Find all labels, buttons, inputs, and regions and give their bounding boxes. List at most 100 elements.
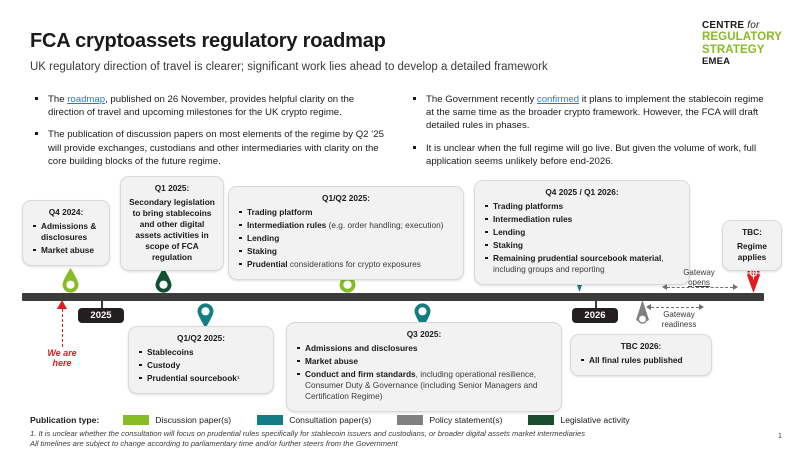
callout-list-item: Staking (237, 246, 455, 257)
we-are-here-label: We are here (40, 348, 84, 369)
logo-line-1: CENTRE for (702, 20, 782, 31)
we-are-here-line-1: We are (47, 348, 77, 358)
intro-bullet: It is unclear when the full regime will … (408, 142, 768, 168)
we-are-here-line-2: here (52, 358, 72, 369)
legend: Publication type: Discussion paper(s) Con… (30, 415, 656, 425)
inline-link[interactable]: confirmed (536, 94, 580, 105)
inline-link[interactable]: roadmap (67, 94, 106, 105)
year-tick (101, 299, 103, 311)
timeline-pin-q1-2025-icon (155, 268, 172, 293)
callout-item-bold: Conduct and firm standards (305, 369, 416, 380)
callout-list-item: Custody (137, 360, 265, 371)
callout-box-q1-2025: Q1 2025:Secondary legislation to bring s… (120, 176, 224, 272)
callout-box-tbc-regime-applies: TBC: Regime applies (722, 220, 782, 272)
legend-label: Consultation paper(s) (289, 415, 372, 425)
callout-list-item: Intermediation rules (e.g. order handlin… (237, 220, 455, 231)
legend-item: Consultation paper(s) (257, 415, 371, 425)
callout-heading: Q1/Q2 2025: (322, 193, 370, 203)
callout-item-normal: considerations for crypto exposures (287, 259, 421, 270)
intro-bullets-right: The Government recently confirmed it pla… (408, 93, 768, 177)
intro-bullets-left: The roadmap, published on 26 November, p… (30, 93, 390, 177)
callout-heading: Q4 2024: (48, 207, 84, 217)
callout-text: Regime applies (737, 241, 767, 263)
callout-list-item: Trading platform (237, 207, 455, 218)
legend-item: Policy statement(s) (397, 415, 502, 425)
callout-box-tbc-2026: TBC 2026: All final rules published (570, 334, 712, 377)
callout-list-item: Prudential sourcebook¹ (137, 373, 265, 384)
callout-item-bold: Lending (247, 233, 280, 244)
footnote-1: 1. It is unclear whether the consultatio… (30, 429, 586, 438)
callout-list-item: Market abuse (31, 245, 101, 256)
callout-item-normal: ¹ (236, 373, 240, 384)
callout-item-bold: Lending (493, 227, 526, 238)
legend-item: Discussion paper(s) (123, 415, 231, 425)
callout-list-item: Prudential considerations for crypto exp… (237, 259, 455, 270)
callout-list-item: Lending (237, 233, 455, 244)
callout-item-bold: Staking (247, 246, 277, 257)
callout-list-item: Trading platforms (483, 201, 681, 212)
callout-item-bold: All final rules published (589, 355, 683, 366)
callout-list-item: Market abuse (295, 356, 553, 367)
callout-heading: TBC 2026: (620, 341, 662, 351)
callout-item-bold: Staking (493, 240, 523, 251)
timeline-pin-q4-2024-icon (62, 268, 79, 293)
callout-item-bold: Prudential (247, 259, 288, 270)
we-are-here-marker: We are here (40, 300, 84, 369)
callout-item-bold: Remaining prudential sourcebook material (493, 253, 662, 264)
callout-item-bold: Market abuse (305, 356, 359, 367)
callout-heading: Q1/Q2 2025: (177, 333, 225, 343)
gateway-opens-label: Gateway opens (668, 268, 730, 287)
callout-item-bold: Trading platforms (493, 201, 564, 212)
timeline-axis (22, 293, 764, 301)
intro-bullet: The publication of discussion papers on … (30, 128, 390, 168)
callout-heading: TBC: (742, 227, 762, 237)
logo-centre-text: CENTRE (701, 20, 748, 31)
logo-line-3: STRATEGY (701, 44, 765, 57)
legend-swatch (257, 415, 284, 425)
gateway-opens-span-arrow-icon (662, 283, 738, 291)
callout-item-bold: Trading platform (247, 207, 313, 218)
callout-list-item: Conduct and firm standards, including op… (295, 369, 553, 402)
callout-item-bold: Intermediation rules (247, 220, 327, 231)
gateway-readiness-label: Gateway readiness (648, 310, 710, 329)
legend-label: Legislative activity (560, 415, 630, 425)
legend-label: Discussion paper(s) (155, 415, 232, 425)
callout-item-bold: Prudential sourcebook (147, 373, 237, 384)
gateway-opens-line-1: Gateway (683, 268, 715, 277)
page-title: FCA cryptoassets regulatory roadmap (30, 30, 386, 52)
callout-item-normal: , including groups and reporting (493, 253, 664, 275)
callout-list-item: Admissions & disclosures (31, 221, 101, 243)
callout-list-item: Lending (483, 227, 681, 238)
legend-title: Publication type: (30, 415, 100, 425)
callout-list-item: Staking (483, 240, 681, 251)
timeline-pin-q1q2-2025-consultation-icon (197, 303, 214, 328)
callout-list-item: Remaining prudential sourcebook material… (483, 253, 681, 275)
intro-bullet: The Government recently confirmed it pla… (408, 93, 768, 133)
callout-heading: Q1 2025: (154, 183, 190, 193)
we-are-here-arrow-icon (57, 300, 67, 309)
brand-logo: CENTRE for REGULATORY STRATEGY EMEA (702, 20, 782, 68)
gateway-opens-line-2: opens (688, 277, 710, 287)
legend-swatch (123, 415, 150, 425)
gateway-readiness-line-2: readiness (661, 319, 697, 329)
logo-line-4: EMEA (701, 55, 731, 67)
callout-list: All final rules published (579, 355, 703, 366)
legend-label: Policy statement(s) (429, 415, 503, 425)
callout-heading: Q4 2025 / Q1 2026: (545, 187, 619, 197)
logo-line-2: REGULATORY (701, 31, 782, 44)
legend-item: Legislative activity (528, 415, 630, 425)
gateway-readiness-line-1: Gateway (663, 310, 695, 319)
we-are-here-dashed-line (61, 309, 63, 347)
gateway-readiness-span-arrow-icon (646, 303, 704, 311)
callout-list-item: Stablecoins (137, 347, 265, 358)
callout-item-bold: Admissions & disclosures (41, 221, 97, 243)
